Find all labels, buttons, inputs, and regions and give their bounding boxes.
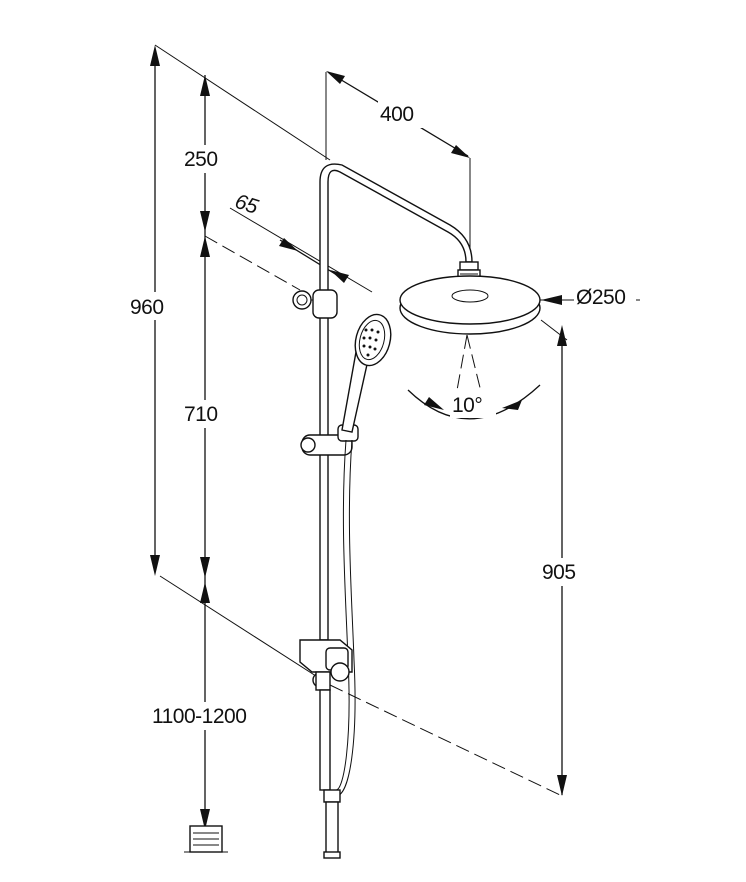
wall-bracket (292, 289, 338, 319)
dimension-400-label: 400 (380, 103, 414, 126)
dimension-chain-left: 250 710 1100-1200 (150, 75, 262, 830)
hand-shower (341, 313, 392, 433)
dimension-tilt-label: 10° (452, 394, 482, 417)
overhead-shower-head (399, 261, 541, 335)
dimension-960-label: 960 (130, 296, 164, 319)
dimension-400: 400 (326, 71, 470, 158)
slide-rail (319, 300, 329, 640)
dimension-960: 960 (128, 45, 174, 576)
riser-pipe (319, 163, 473, 641)
shower-hose (335, 439, 356, 797)
dimension-diameter-label: Ø250 (576, 286, 625, 309)
dimension-diameter: Ø250 (541, 284, 636, 310)
dimension-250-label: 250 (184, 148, 218, 171)
dimension-65-label: 65 (232, 190, 261, 219)
extension-lines (154, 44, 640, 796)
lower-pipe (319, 689, 341, 859)
dimension-1100-1200-label: 1100-1200 (152, 705, 246, 728)
floor-symbol (184, 825, 228, 853)
dimension-tilt: 10° (407, 334, 541, 420)
dimension-710-label: 710 (184, 403, 218, 426)
dimension-905-label: 905 (542, 561, 576, 584)
dimension-905: 905 (540, 325, 586, 796)
thermostatic-mixer (299, 639, 353, 691)
dimension-65: 65 (232, 190, 349, 283)
